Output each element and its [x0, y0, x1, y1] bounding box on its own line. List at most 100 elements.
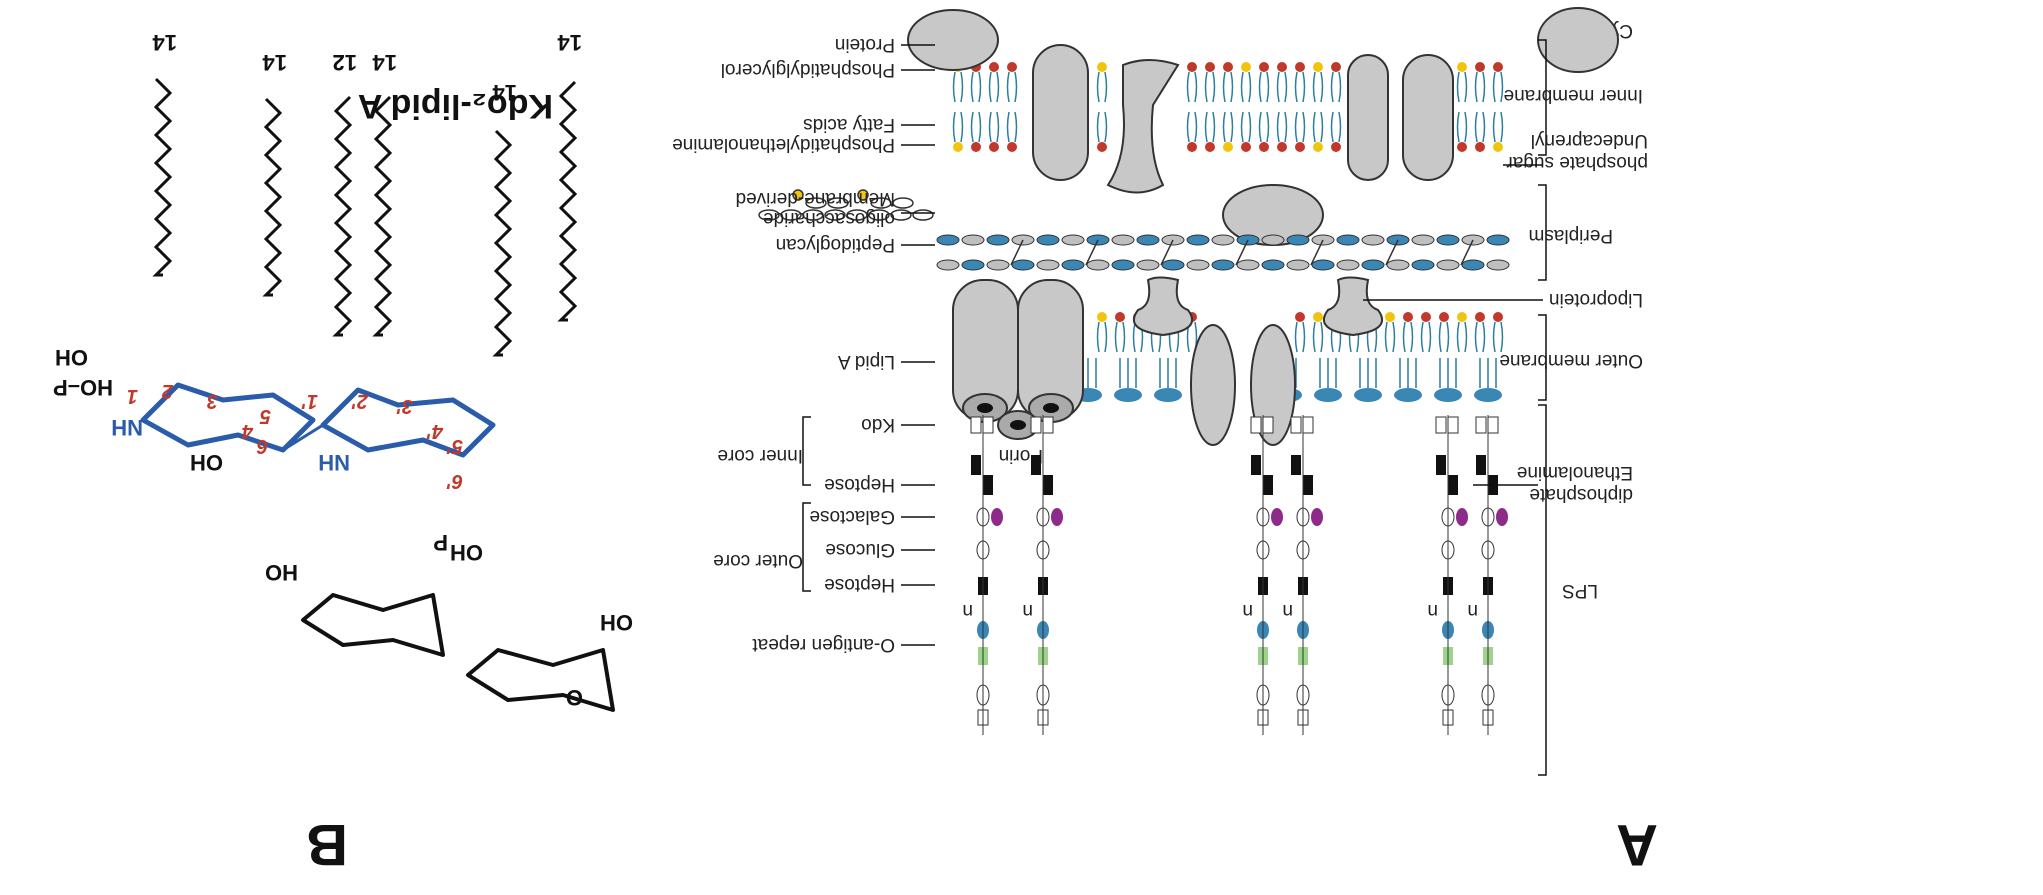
kdo-unit — [1302, 416, 1314, 434]
heptose-unit — [1291, 455, 1301, 475]
repeat-n: n — [1467, 600, 1478, 621]
lipid-a-tail — [1479, 358, 1497, 388]
fatty-acid-tail — [970, 71, 982, 103]
fatty-acid-tail — [1384, 321, 1396, 353]
lipid-headgroup — [1205, 62, 1215, 72]
lipid-headgroup — [1421, 312, 1431, 322]
lipid-headgroup — [1277, 62, 1287, 72]
lipid-a-tail — [1399, 358, 1417, 388]
peptidoglycan-layer — [936, 234, 1510, 271]
ring-locant: 4 — [242, 420, 254, 442]
fatty-acid-tail — [1402, 321, 1414, 353]
peptide-crosslink — [1460, 239, 1474, 266]
peptidoglycan-sugar — [1211, 234, 1235, 246]
fatty-acid-tail — [1006, 111, 1018, 143]
oh-ring-label: OH — [190, 450, 223, 475]
ring-locant: 2 — [162, 380, 174, 402]
lipid-headgroup — [1493, 62, 1503, 72]
lipid-headgroup — [1007, 142, 1017, 152]
fatty-acid-tail — [1222, 71, 1234, 103]
fatty-acid-tail — [1276, 111, 1288, 143]
peptidoglycan-sugar — [1061, 234, 1085, 246]
lipid-headgroup — [989, 62, 999, 72]
panel-letter-b: B — [306, 812, 348, 877]
oligosaccharide-unit — [892, 197, 914, 209]
kdo-unit — [1262, 416, 1274, 434]
galactose-unit — [1311, 508, 1323, 526]
galactose-unit — [1496, 508, 1508, 526]
fatty-acid-tail — [1258, 111, 1270, 143]
porin-pore — [1010, 420, 1026, 430]
kdo-unit — [1042, 416, 1054, 434]
heptose-unit — [1436, 455, 1446, 475]
lipid-headgroup — [1115, 312, 1125, 322]
peptide-crosslink — [1160, 239, 1174, 266]
peptidoglycan-sugar — [1086, 259, 1110, 271]
lipid-headgroup — [1457, 62, 1467, 72]
kdo-unit — [1250, 416, 1262, 434]
label-phosphatidylglycerol: Phosphatidylglycerol — [721, 59, 895, 80]
peptidoglycan-sugar — [1236, 259, 1260, 271]
lipid-headgroup — [971, 142, 981, 152]
outer-membrane-protein — [1250, 324, 1296, 446]
label-diphosphate: diphosphate — [1529, 484, 1633, 505]
inner-membrane-protein — [1347, 54, 1389, 181]
fatty-acid-tail — [1186, 111, 1198, 143]
acyl-chain — [492, 129, 513, 357]
chain-length-label: 14 — [557, 30, 582, 55]
bracket-periplasm — [1538, 184, 1547, 281]
ring-locant: 6 — [256, 435, 268, 457]
fatty-acid-tail — [1312, 321, 1324, 353]
fatty-acid-tail — [1258, 71, 1270, 103]
label-membrane-derived: Membrane-derived — [736, 188, 895, 209]
oligosaccharide-unit — [824, 209, 846, 221]
fatty-acid-tail — [988, 111, 1000, 143]
fatty-acid-tail — [1456, 71, 1468, 103]
repeat-n: n — [1022, 600, 1033, 621]
label-undecaprenyl: Undecaprenyl — [1531, 130, 1648, 151]
fatty-acid-tail — [970, 111, 982, 143]
peptidoglycan-sugar — [1036, 234, 1060, 246]
left-labels: Inner membrane Undecaprenyl phosphate su… — [1363, 39, 1648, 776]
glcn-ring-2 — [320, 387, 496, 458]
lipid-headgroup — [1457, 312, 1467, 322]
label-inner-core: Inner core — [717, 445, 803, 466]
lipid-a-tail — [1319, 358, 1337, 388]
porin-pore — [977, 403, 993, 413]
fatty-acid-tail — [1312, 71, 1324, 103]
kdo-ring-2 — [301, 593, 445, 657]
chain-length-label: 14 — [152, 30, 177, 55]
peptidoglycan-sugar — [1361, 259, 1385, 271]
heptose-unit — [1476, 455, 1486, 475]
heptose-unit — [1043, 475, 1053, 495]
oligosaccharide-unit — [805, 197, 827, 209]
ring-locant: 2' — [351, 390, 369, 412]
lipid-headgroup — [1313, 142, 1323, 152]
fatty-acid-tail — [1222, 111, 1234, 143]
lipid-headgroup — [1187, 142, 1197, 152]
lipid-headgroup — [1259, 62, 1269, 72]
peptidoglycan-sugar — [1486, 259, 1510, 271]
fatty-acid-tail — [1240, 111, 1252, 143]
peptidoglycan-sugar — [961, 259, 985, 271]
fatty-acid-tail — [1492, 71, 1504, 103]
acyl-chain — [372, 95, 393, 337]
chain-length-label: 14 — [372, 50, 397, 75]
fatty-acid-tail — [952, 71, 964, 103]
lipid-headgroup — [1475, 312, 1485, 322]
functional-groups: OH HO–P NH NH OH P OH OH HO O — [53, 345, 633, 710]
label-phosphatidylethanolamine: Phosphatidylethanolamine — [672, 134, 895, 155]
peptidoglycan-sugar — [1436, 259, 1460, 271]
peptide-crosslink — [1010, 239, 1024, 266]
inner-membrane-channel — [1106, 59, 1180, 194]
right-labels: Protein Phosphatidylglycerol Fatty acids… — [672, 34, 935, 655]
peptidoglycan-sugar — [1436, 234, 1460, 246]
oligosaccharide-phospho — [792, 189, 804, 201]
ring-locant: 1' — [301, 390, 318, 412]
fatty-acid-tail — [1186, 71, 1198, 103]
peptidoglycan-sugar — [1111, 234, 1135, 246]
oh-p-label: OH — [450, 540, 483, 565]
oligosaccharide-unit — [846, 209, 868, 221]
